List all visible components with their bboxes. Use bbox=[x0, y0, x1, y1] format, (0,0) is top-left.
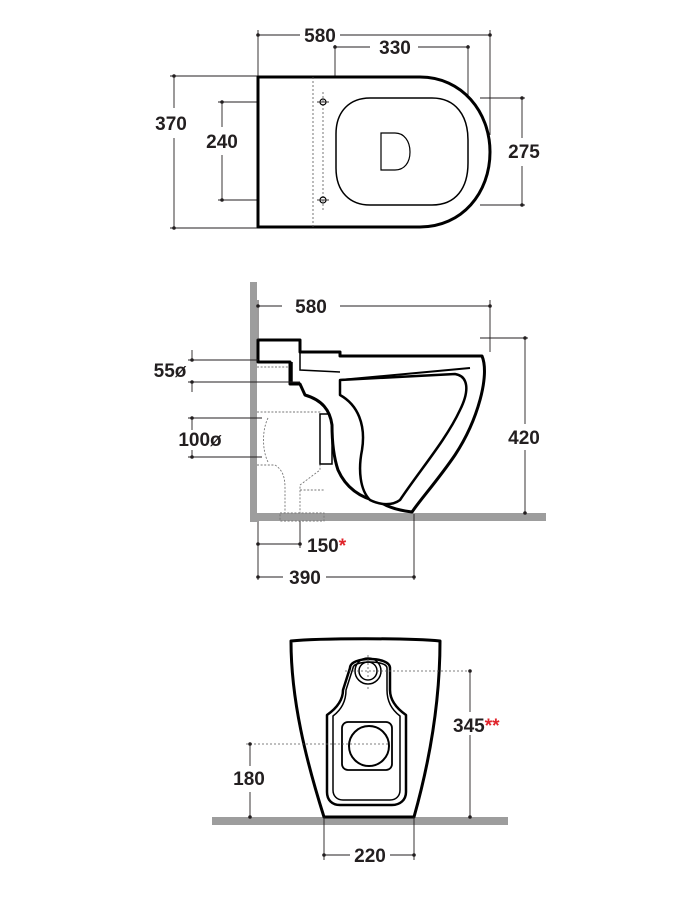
top-bowl-length-label: 330 bbox=[379, 38, 411, 59]
side-inlet-diameter-label: 55ø bbox=[154, 361, 187, 382]
side-floor-outlet-mark: * bbox=[339, 536, 347, 557]
rear-floor bbox=[212, 817, 508, 825]
side-floor-outlet-value: 150 bbox=[307, 536, 339, 557]
side-length-label: 580 bbox=[295, 297, 327, 318]
side-foot-length-label: 390 bbox=[289, 568, 321, 589]
top-bowl-width-label: 275 bbox=[508, 142, 540, 163]
side-wall bbox=[250, 282, 257, 522]
top-overall-width-label: 370 bbox=[155, 114, 187, 135]
top-outline bbox=[256, 75, 492, 229]
rear-drain-height-mark: ** bbox=[485, 716, 500, 737]
rear-drain-height-label: 345** bbox=[453, 716, 500, 737]
top-overall-length-label: 580 bbox=[304, 26, 336, 47]
rear-wall-outlet-height-label: 180 bbox=[233, 769, 265, 790]
rear-drain-height-value: 345 bbox=[453, 716, 485, 737]
top-bowl bbox=[335, 97, 469, 206]
top-view: 580 330 370 240 275 bbox=[155, 26, 540, 230]
side-floor-outlet-label: 150* bbox=[307, 536, 347, 557]
rear-base-width-label: 220 bbox=[354, 846, 386, 867]
top-fixing-spacing-label: 240 bbox=[206, 132, 238, 153]
side-outlet-diameter-label: 100ø bbox=[178, 430, 222, 451]
side-view: 580 55ø 100ø 420 150* 390 bbox=[154, 282, 546, 589]
top-drain bbox=[380, 132, 411, 171]
rear-view: 345** 180 220 bbox=[212, 637, 508, 867]
side-height-label: 420 bbox=[508, 428, 540, 449]
side-floor bbox=[250, 513, 546, 521]
